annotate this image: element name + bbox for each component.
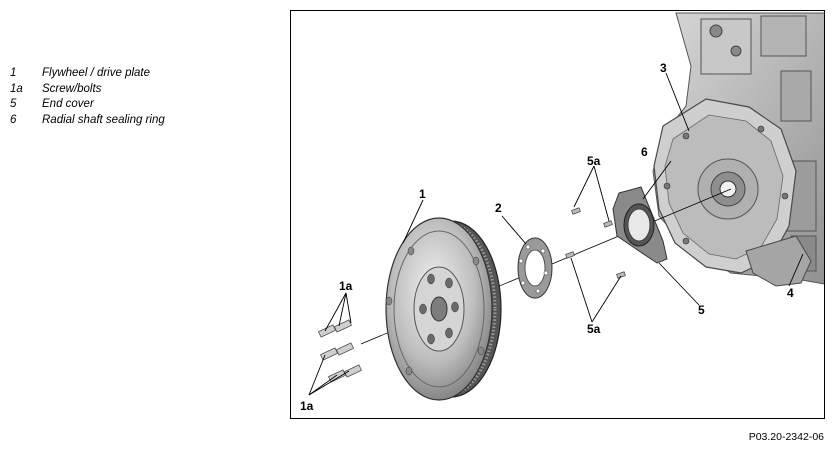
callout-5a-bottom: 5a (587, 322, 601, 336)
spacer-plate (517, 237, 553, 299)
callout-3: 3 (660, 61, 667, 75)
illustration-frame: 1 1a 1a 2 3 4 5 5a 5a 6 (290, 10, 825, 419)
callout-1a-bottom: 1a (300, 399, 314, 413)
parts-legend: 1 Flywheel / drive plate 1a Screw/bolts … (10, 66, 165, 128)
legend-number: 1a (10, 82, 23, 95)
legend-number: 1 (10, 67, 17, 79)
legend-item-6: 6 Radial shaft sealing ring (10, 113, 165, 129)
legend-item-1a: 1a Screw/bolts (10, 82, 165, 98)
exploded-view-diagram: 1 1a 1a 2 3 4 5 5a 5a 6 (300, 12, 824, 413)
leader-lines (308, 72, 804, 396)
legend-label: Flywheel / drive plate (42, 67, 151, 79)
end-cover (612, 186, 668, 264)
legend-label: End cover (42, 98, 94, 110)
legend-label: Screw/bolts (42, 82, 102, 95)
flywheel (385, 217, 502, 401)
flywheel-bolts (318, 319, 362, 383)
end-cover-screws (565, 207, 626, 279)
legend-number: 5 (10, 98, 17, 110)
legend-label: Radial shaft sealing ring (42, 113, 165, 126)
callout-1a-top: 1a (339, 279, 353, 293)
callout-2: 2 (495, 201, 502, 215)
figure-id-caption: P03.20-2342-06 (748, 431, 824, 443)
callout-4: 4 (787, 286, 794, 300)
legend-item-5: 5 End cover (10, 97, 165, 113)
legend-number: 6 (10, 113, 17, 126)
callout-5a-top: 5a (587, 154, 601, 168)
legend-item-1: 1 Flywheel / drive plate (10, 66, 165, 82)
callout-6: 6 (641, 145, 648, 159)
callout-1: 1 (419, 187, 426, 201)
crankcase-rear-housing (653, 98, 797, 274)
callout-5: 5 (698, 303, 705, 317)
